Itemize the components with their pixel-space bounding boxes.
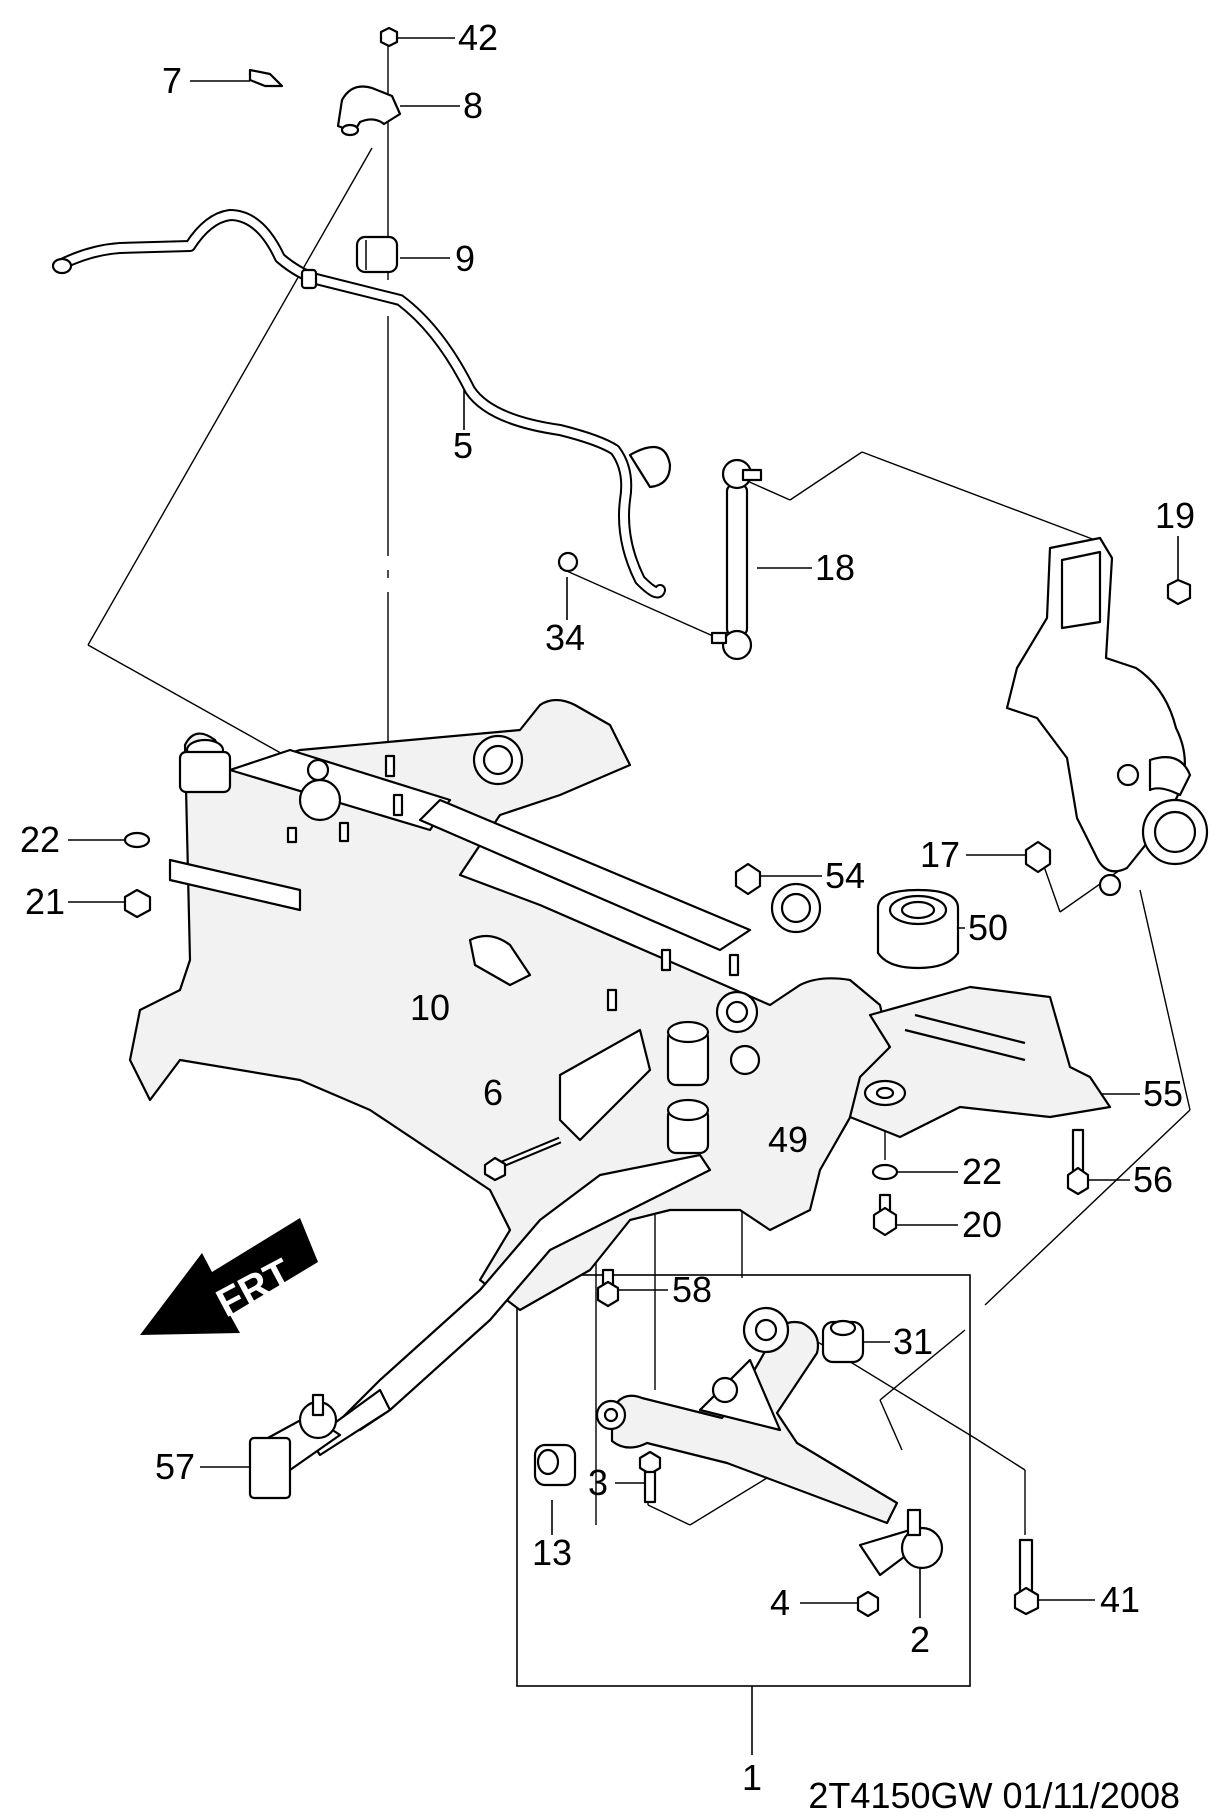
bolt-56: [1066, 1128, 1090, 1196]
bushing-31: [821, 1319, 865, 1364]
callout-8: 8: [463, 85, 483, 126]
crossmember: [128, 698, 892, 1312]
drawing-caption: 2T4150GW 01/11/2008: [808, 1775, 1180, 1816]
callout-55: 55: [1143, 1073, 1183, 1114]
callout-3: 3: [588, 1462, 608, 1503]
nut-34: [557, 551, 579, 573]
callout-18: 18: [815, 547, 855, 588]
callout-41: 41: [1100, 1579, 1140, 1620]
bushing-9: [355, 235, 399, 274]
bolt-3: [638, 1450, 662, 1504]
callout-21: 21: [25, 881, 65, 922]
bushing-13: [533, 1443, 577, 1487]
callout-4: 4: [770, 1582, 790, 1623]
callout-42: 42: [458, 17, 498, 58]
callout-7: 7: [162, 60, 182, 101]
callout-54: 54: [825, 855, 865, 896]
bushing-upper-center: [666, 1020, 710, 1087]
nut-4: [856, 1590, 880, 1618]
nut-19: [1166, 578, 1192, 606]
callout-34: 34: [545, 617, 585, 658]
callout-50: 50: [968, 907, 1008, 948]
lower-control-arm: [595, 1306, 899, 1525]
assembly-box: [516, 1274, 971, 1687]
callout-49: 49: [768, 1119, 808, 1160]
callout-13: 13: [532, 1532, 572, 1573]
bolt-41: [1013, 1538, 1040, 1616]
steering-knuckle: [1005, 536, 1209, 897]
callout-22-right: 22: [962, 1151, 1002, 1192]
callout-10: 10: [410, 987, 450, 1028]
nut-21: [123, 888, 152, 919]
callout-19: 19: [1155, 495, 1195, 536]
callout-31: 31: [893, 1321, 933, 1362]
bolt-20: [872, 1193, 898, 1237]
front-direction-arrow: FRT: [140, 1218, 318, 1335]
callout-20: 20: [962, 1204, 1002, 1245]
bolt-6: [483, 1136, 562, 1182]
nut-17: [1024, 840, 1052, 874]
stabilizer-clamp: [248, 68, 402, 137]
callout-58: 58: [672, 1269, 712, 1310]
washer-22-left: [123, 831, 151, 849]
callout-57: 57: [155, 1446, 195, 1487]
nut-42: [379, 26, 399, 48]
stabilizer-bar: [51, 209, 672, 599]
bushing-49: [666, 1098, 710, 1155]
callout-5: 5: [453, 425, 473, 466]
bushing-50: [876, 888, 960, 970]
callout-17: 17: [920, 834, 960, 875]
tie-rod-57: [248, 1393, 342, 1500]
plate-55: [848, 985, 1112, 1139]
callout-9: 9: [455, 238, 475, 279]
callout-2: 2: [910, 1619, 930, 1660]
nut-54: [734, 862, 762, 896]
callout-labels: 42 7 8 9 5 19 18 34 22 21 10 17 54 50 55…: [20, 17, 1195, 1798]
washer-22-right: [871, 1163, 899, 1181]
callout-6: 6: [483, 1072, 503, 1113]
callout-1: 1: [742, 1757, 762, 1798]
callout-22-left: 22: [20, 819, 60, 860]
bolt-58: [596, 1268, 620, 1308]
callout-56: 56: [1133, 1159, 1173, 1200]
ball-joint-2: [858, 1508, 944, 1577]
stabilizer-link: [710, 458, 763, 661]
